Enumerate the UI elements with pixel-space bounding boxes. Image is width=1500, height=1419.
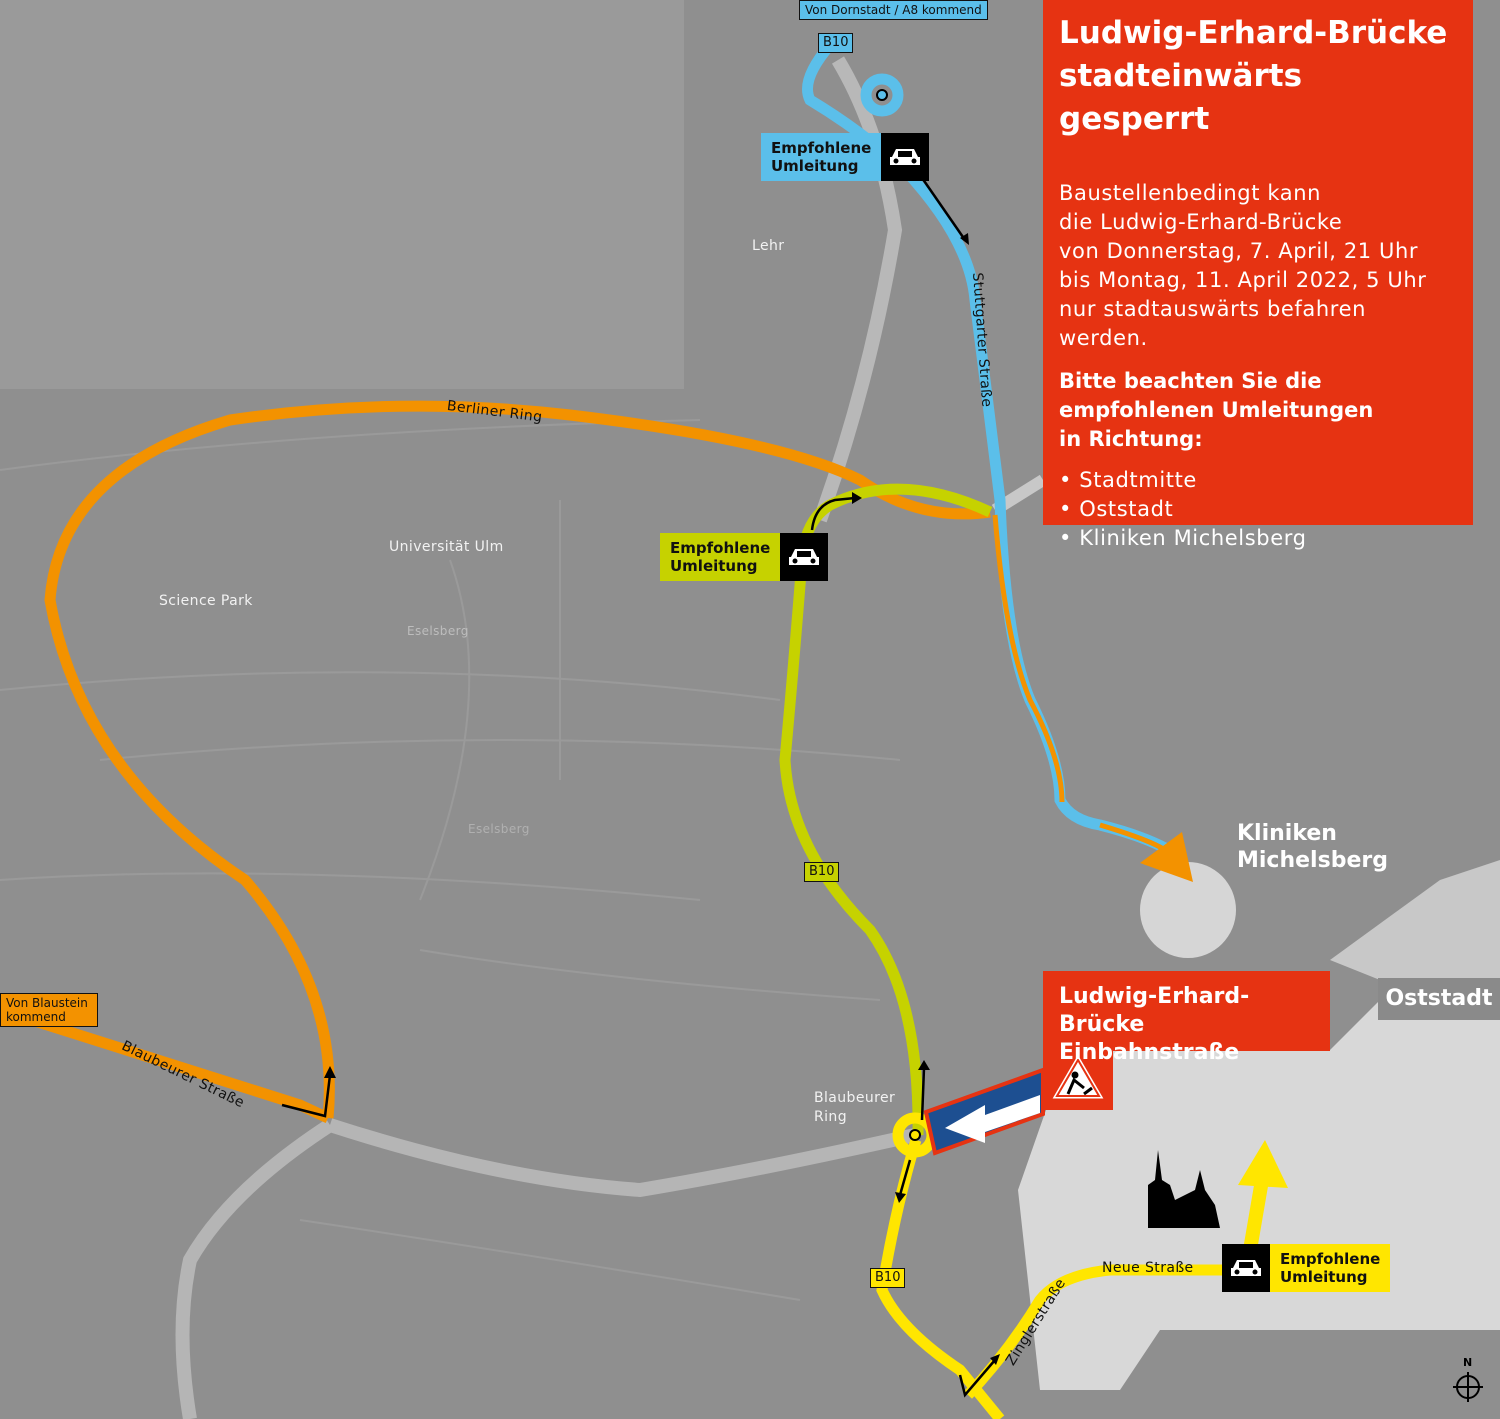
route-lime — [779, 483, 993, 1136]
notice-body-line: die Ludwig-Erhard-Brücke — [1059, 210, 1343, 234]
place-label-lehr: Lehr — [752, 238, 785, 254]
notice-body-line: Baustellenbedingt kann — [1059, 181, 1322, 205]
notice-hint-line: Bitte beachten Sie die — [1059, 369, 1322, 393]
notice-title-line-2: stadteinwärts gesperrt — [1059, 58, 1303, 137]
oststadt-area — [1330, 860, 1500, 980]
bridge-one-way-label: Ludwig-Erhard-Brücke Einbahnstraße — [1043, 971, 1330, 1065]
notice-hint-line: in Richtung: — [1059, 427, 1203, 451]
direction-arrow-zingler-head — [990, 1354, 1000, 1365]
origin-blaustein-line-2: kommend — [6, 1010, 66, 1024]
notice-hint-line: empfohlenen Umleitungen — [1059, 398, 1374, 422]
direction-arrow-orange — [281, 1074, 332, 1118]
origin-label-dornstadt: Von Dornstadt / A8 kommend — [799, 0, 988, 20]
detour-sign-text: Empfohlene Umleitung — [761, 133, 882, 181]
place-label-eselsberg-2: Eselsberg — [468, 822, 530, 836]
route-blue-orange-shared — [992, 514, 1065, 803]
detour-sign-lime: Empfohlene Umleitung — [660, 533, 829, 581]
detour-sign-line-1: Empfohlene — [1280, 1250, 1381, 1268]
detour-sign-line-2: Umleitung — [1280, 1268, 1368, 1286]
direction-arrow-yellow-down — [898, 1159, 912, 1196]
origin-label-blaustein: Von Blaustein kommend — [0, 993, 98, 1027]
notice-body-line: von Donnerstag, 7. April, 21 Uhr — [1059, 239, 1419, 263]
cathedral-icon — [1148, 1150, 1220, 1228]
direction-arrow-yellow-down-head — [895, 1192, 906, 1203]
direction-arrow-zingler — [958, 1359, 996, 1398]
notice-body: Baustellenbedingt kann die Ludwig-Erhard… — [1059, 179, 1457, 353]
car-icon — [1222, 1244, 1270, 1292]
route-orange — [44, 400, 991, 1119]
direction-arrow-lime-head — [852, 492, 862, 504]
roundabout-north-center — [876, 89, 888, 101]
detour-sign-text: Empfohlene Umleitung — [1270, 1244, 1391, 1292]
bridge-label-line-2: Einbahnstraße — [1059, 1040, 1240, 1065]
detour-sign-line-2: Umleitung — [670, 557, 758, 575]
kliniken-label-line-2: Michelsberg — [1237, 848, 1388, 873]
direction-arrow-orange-head — [324, 1066, 336, 1078]
detour-sign-blue: Empfohlene Umleitung — [761, 133, 930, 181]
destination-list: Stadtmitte Oststadt Kliniken Michelsberg — [1059, 466, 1457, 553]
notice-title: Ludwig-Erhard-Brücke stadteinwärts gespe… — [1059, 12, 1457, 141]
place-label-science-park: Science Park — [159, 593, 253, 609]
bridge-label-line-1: Ludwig-Erhard-Brücke — [1059, 984, 1250, 1037]
destination-item: Stadtmitte — [1059, 466, 1457, 495]
closure-notice-panel: Ludwig-Erhard-Brücke stadteinwärts gespe… — [1043, 0, 1473, 550]
kliniken-michelsberg-label: Kliniken Michelsberg — [1237, 820, 1388, 874]
main-road-b10-north — [813, 56, 903, 523]
direction-arrow-lime — [810, 496, 856, 531]
car-icon — [780, 533, 829, 581]
kliniken-label-line-1: Kliniken — [1237, 821, 1337, 846]
destination-item: Kliniken Michelsberg — [1059, 524, 1457, 553]
notice-body-line: nur stadtauswärts befahren — [1059, 297, 1367, 321]
road-badge-b10-south: B10 — [870, 1268, 906, 1288]
compass-north-label: N — [1463, 1356, 1473, 1369]
route-yellow-arrow-shaft — [1243, 1178, 1269, 1252]
bridge-one-way-arrow — [945, 1095, 1040, 1143]
notice-title-line-1: Ludwig-Erhard-Brücke — [1059, 15, 1448, 51]
notice-body-line: bis Montag, 11. April 2022, 5 Uhr — [1059, 268, 1427, 292]
roundabout-north — [860, 73, 904, 117]
compass-icon — [1453, 1372, 1483, 1402]
place-label-universitaet: Universität Ulm — [389, 539, 504, 555]
car-icon — [881, 133, 930, 181]
detour-sign-line-2: Umleitung — [771, 157, 859, 175]
origin-blaustein-line-1: Von Blaustein — [6, 996, 88, 1010]
place-label-blaubeurer-ring: Blaubeurer Ring — [814, 1089, 895, 1127]
map-blank-area — [0, 0, 684, 389]
direction-arrow-yellow-up-head — [918, 1060, 930, 1070]
road-badge-b10-middle: B10 — [804, 862, 840, 882]
roundabout-blaubeurer-ring-center — [909, 1129, 921, 1141]
blaubeurer-ring-line-1: Blaubeurer — [814, 1090, 896, 1106]
route-yellow-zingler — [963, 1264, 1230, 1399]
street-label-neue-strasse: Neue Straße — [1102, 1260, 1194, 1276]
notice-body-line: werden. — [1059, 326, 1148, 350]
main-road-blaubeurer-ring — [327, 1118, 917, 1198]
direction-arrow-yellow-up — [920, 1067, 926, 1121]
direction-arrow-blue — [918, 174, 967, 241]
kliniken-arrow-head — [1140, 832, 1193, 882]
notice-hint: Bitte beachten Sie die empfohlenen Umlei… — [1059, 367, 1457, 454]
detour-sign-line-1: Empfohlene — [670, 539, 771, 557]
blaubeurer-ring-line-2: Ring — [814, 1109, 847, 1125]
road-badge-b10-north: B10 — [818, 33, 854, 53]
kliniken-area — [1140, 862, 1236, 958]
destination-item: Oststadt — [1059, 495, 1457, 524]
detour-sign-text: Empfohlene Umleitung — [660, 533, 781, 581]
main-road-southwest — [175, 1119, 334, 1419]
detour-sign-line-1: Empfohlene — [771, 139, 872, 157]
place-label-eselsberg: Eselsberg — [407, 624, 469, 638]
direction-arrow-blue-head — [960, 233, 969, 245]
route-yellow-arrow-head — [1238, 1140, 1288, 1188]
detour-sign-yellow: Empfohlene Umleitung — [1222, 1244, 1391, 1292]
oststadt-label: Oststadt — [1378, 978, 1500, 1020]
